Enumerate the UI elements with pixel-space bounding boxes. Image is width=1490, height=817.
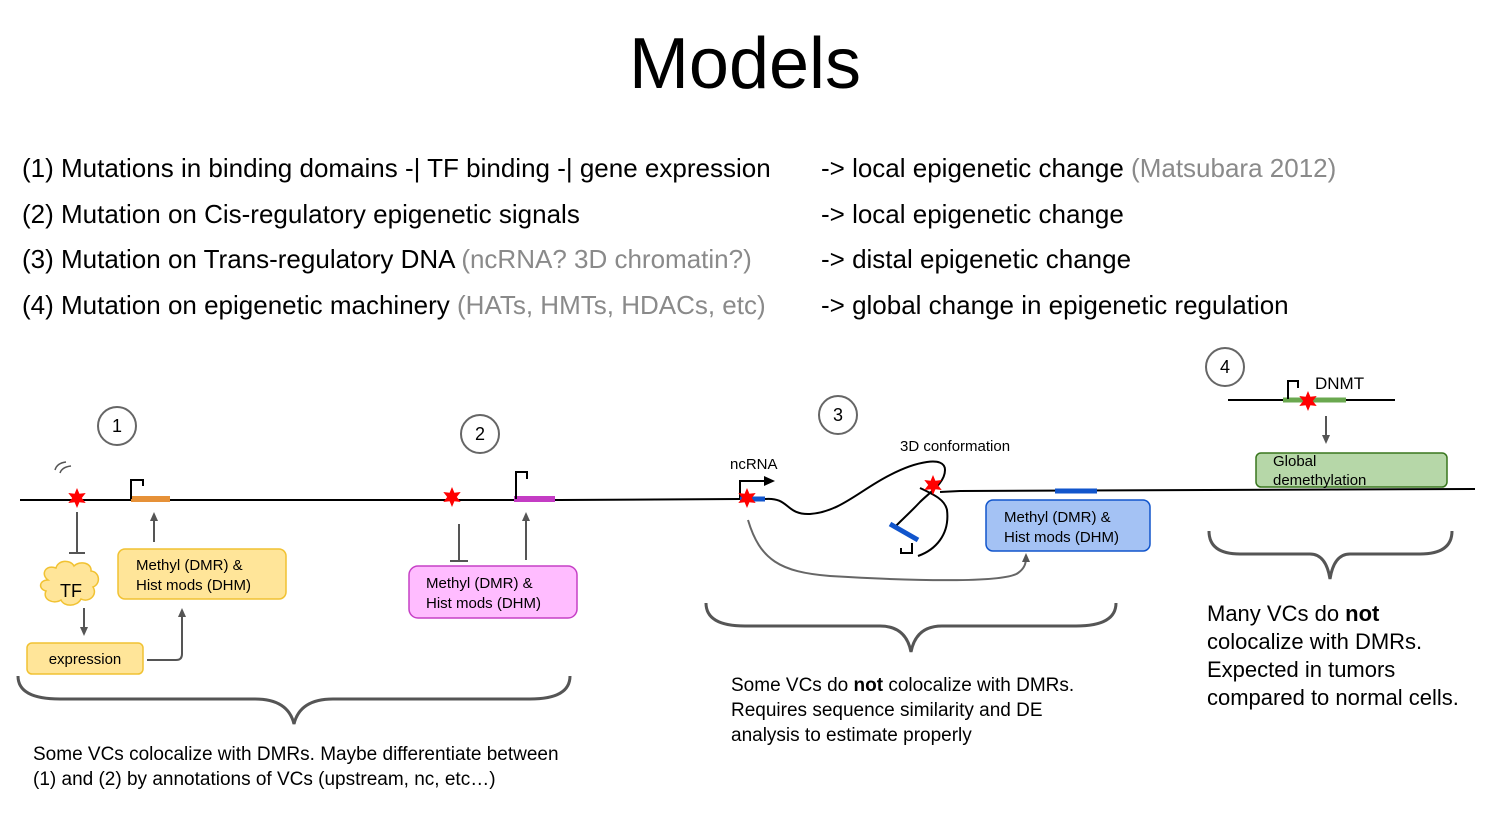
ncrna-label: ncRNA — [730, 456, 778, 473]
caption-3-line2: Requires sequence similarity and DE — [731, 700, 1043, 721]
model-3-effect: -> distal epigenetic change — [821, 244, 1132, 274]
tf-label: TF — [60, 581, 82, 601]
methyl-box-2-line2: Hist mods (DHM) — [426, 595, 541, 612]
methyl-box-2-line1: Methyl (DMR) & — [426, 575, 533, 592]
model-4-note: (HATs, HMTs, HDACs, etc) — [457, 290, 766, 320]
marker-3: 3 — [818, 395, 858, 435]
caption-model-3: Some VCs do not colocalize with DMRs. Re… — [731, 673, 1074, 748]
expression-label: expression — [49, 651, 122, 668]
marker-4: 4 — [1205, 347, 1245, 387]
model-3-text: Mutation on Trans-regulatory DNA — [53, 244, 462, 274]
model-2-number: (2) — [22, 199, 54, 229]
dna-strand-right — [939, 488, 1476, 493]
dna-strand-mid — [559, 498, 741, 501]
model-2-text: Mutation on Cis-regulatory epigenetic si… — [53, 199, 580, 229]
methyl-box-3-line1: Methyl (DMR) & — [1004, 509, 1111, 526]
mutation-star-2 — [443, 487, 461, 507]
methyl-box-2: Methyl (DMR) & Hist mods (DHM) — [408, 565, 578, 619]
methyl-box-1-line2: Hist mods (DHM) — [136, 577, 251, 594]
caption-3-line1-c: colocalize with DMRs. — [883, 675, 1075, 696]
model-1-number: (1) — [22, 153, 54, 183]
conformation-label: 3D conformation — [900, 438, 1010, 455]
model-3-note: (ncRNA? 3D chromatin?) — [461, 244, 752, 274]
model-4-number: (4) — [22, 290, 54, 320]
model-4-effect-row: -> global change in epigenetic regulatio… — [821, 289, 1289, 321]
global-label-line2: demethylation — [1273, 472, 1366, 489]
model-3-number: (3) — [22, 244, 54, 274]
marker-1-label: 1 — [112, 416, 122, 436]
brace-model-3 — [704, 602, 1118, 653]
model-1-row: (1) Mutations in binding domains -| TF b… — [22, 152, 771, 184]
model-4-text: Mutation on epigenetic machinery — [53, 290, 458, 320]
marker-4-label: 4 — [1220, 357, 1230, 377]
ncrna-promoter-arrow — [739, 476, 775, 499]
brace-models-1-2 — [16, 675, 572, 725]
model-3-effect-row: -> distal epigenetic change — [821, 243, 1131, 275]
loop-gene-segment — [888, 521, 920, 543]
caption-4-line1-a: Many VCs do — [1207, 601, 1346, 626]
model-1-effect: -> local epigenetic change — [821, 153, 1124, 183]
model-1-effect-row: -> local epigenetic change (Matsubara 20… — [821, 152, 1336, 184]
caption-3-line3: analysis to estimate properly — [731, 725, 972, 746]
dnmt-promoter-arrow — [1287, 380, 1299, 399]
caption-3-emphasis: not — [853, 675, 884, 696]
caption-1-2-line1: Some VCs colocalize with DMRs. Maybe dif… — [33, 744, 559, 765]
model-2-effect-row: -> local epigenetic change — [821, 198, 1124, 230]
marker-2: 2 — [460, 414, 500, 454]
methyl-box-1-line1: Methyl (DMR) & — [136, 557, 243, 574]
caption-model-4: Many VCs do not colocalize with DMRs. Ex… — [1207, 600, 1459, 712]
marker-1: 1 — [97, 406, 137, 446]
caption-4-line4: compared to normal cells. — [1207, 685, 1459, 710]
model-3-panel: 3 ncRNA 3D conformation Methyl (DMR) & H… — [559, 395, 1476, 653]
methyl-box-1: Methyl (DMR) & Hist mods (DHM) — [117, 548, 287, 600]
dnmt-label: DNMT — [1315, 374, 1364, 393]
model-1-text: Mutations in binding domains -| TF bindi… — [53, 153, 771, 183]
model-4-panel: 4 DNMT Global demethylation — [1205, 347, 1454, 580]
expression-box: expression — [26, 642, 144, 675]
caption-4-line1: Many VCs do not — [1207, 600, 1459, 628]
model-4-effect: -> global change in epigenetic regulatio… — [821, 290, 1289, 320]
model-4-row: (4) Mutation on epigenetic machinery (HA… — [22, 289, 766, 321]
caption-3-line1-a: Some VCs do — [731, 675, 854, 696]
model-2-effect: -> local epigenetic change — [821, 199, 1124, 229]
caption-4-line3: Expected in tumors — [1207, 657, 1396, 682]
arrow-expression-methyl — [147, 608, 186, 661]
caption-4-line2: colocalize with DMRs. — [1207, 629, 1423, 654]
methyl-box-3: Methyl (DMR) & Hist mods (DHM) — [985, 499, 1151, 552]
caption-3-line1: Some VCs do not colocalize with DMRs. — [731, 673, 1074, 698]
model-2-row: (2) Mutation on Cis-regulatory epigeneti… — [22, 198, 580, 230]
promoter-arrow-1 — [130, 479, 144, 499]
caption-1-2-line2: (1) and (2) by annotations of VCs (upstr… — [33, 769, 496, 790]
caption-4-emphasis: not — [1345, 601, 1380, 626]
model-1-2-panel: 1 2 TF expression — [16, 406, 578, 725]
promoter-arrow-2 — [515, 471, 528, 499]
marker-3-label: 3 — [833, 405, 843, 425]
page-title: Models — [628, 24, 862, 104]
arrow-ncrna-methyl — [747, 519, 1030, 582]
model-1-reference: (Matsubara 2012) — [1123, 153, 1337, 183]
brace-model-4 — [1207, 530, 1454, 580]
caption-models-1-2: Some VCs colocalize with DMRs. Maybe dif… — [33, 742, 559, 792]
global-demethylation-box: Global demethylation — [1255, 452, 1448, 489]
chromatin-loop — [764, 460, 947, 530]
marker-2-label: 2 — [475, 424, 485, 444]
methyl-box-3-line2: Hist mods (DHM) — [1004, 529, 1119, 546]
global-label-line1: Global — [1273, 453, 1316, 470]
loop-promoter-arrow — [900, 543, 913, 554]
tf-cloud: TF — [39, 560, 100, 606]
binding-squiggle — [54, 461, 72, 474]
mutation-star-1 — [68, 488, 86, 508]
model-3-row: (3) Mutation on Trans-regulatory DNA (nc… — [22, 243, 752, 275]
